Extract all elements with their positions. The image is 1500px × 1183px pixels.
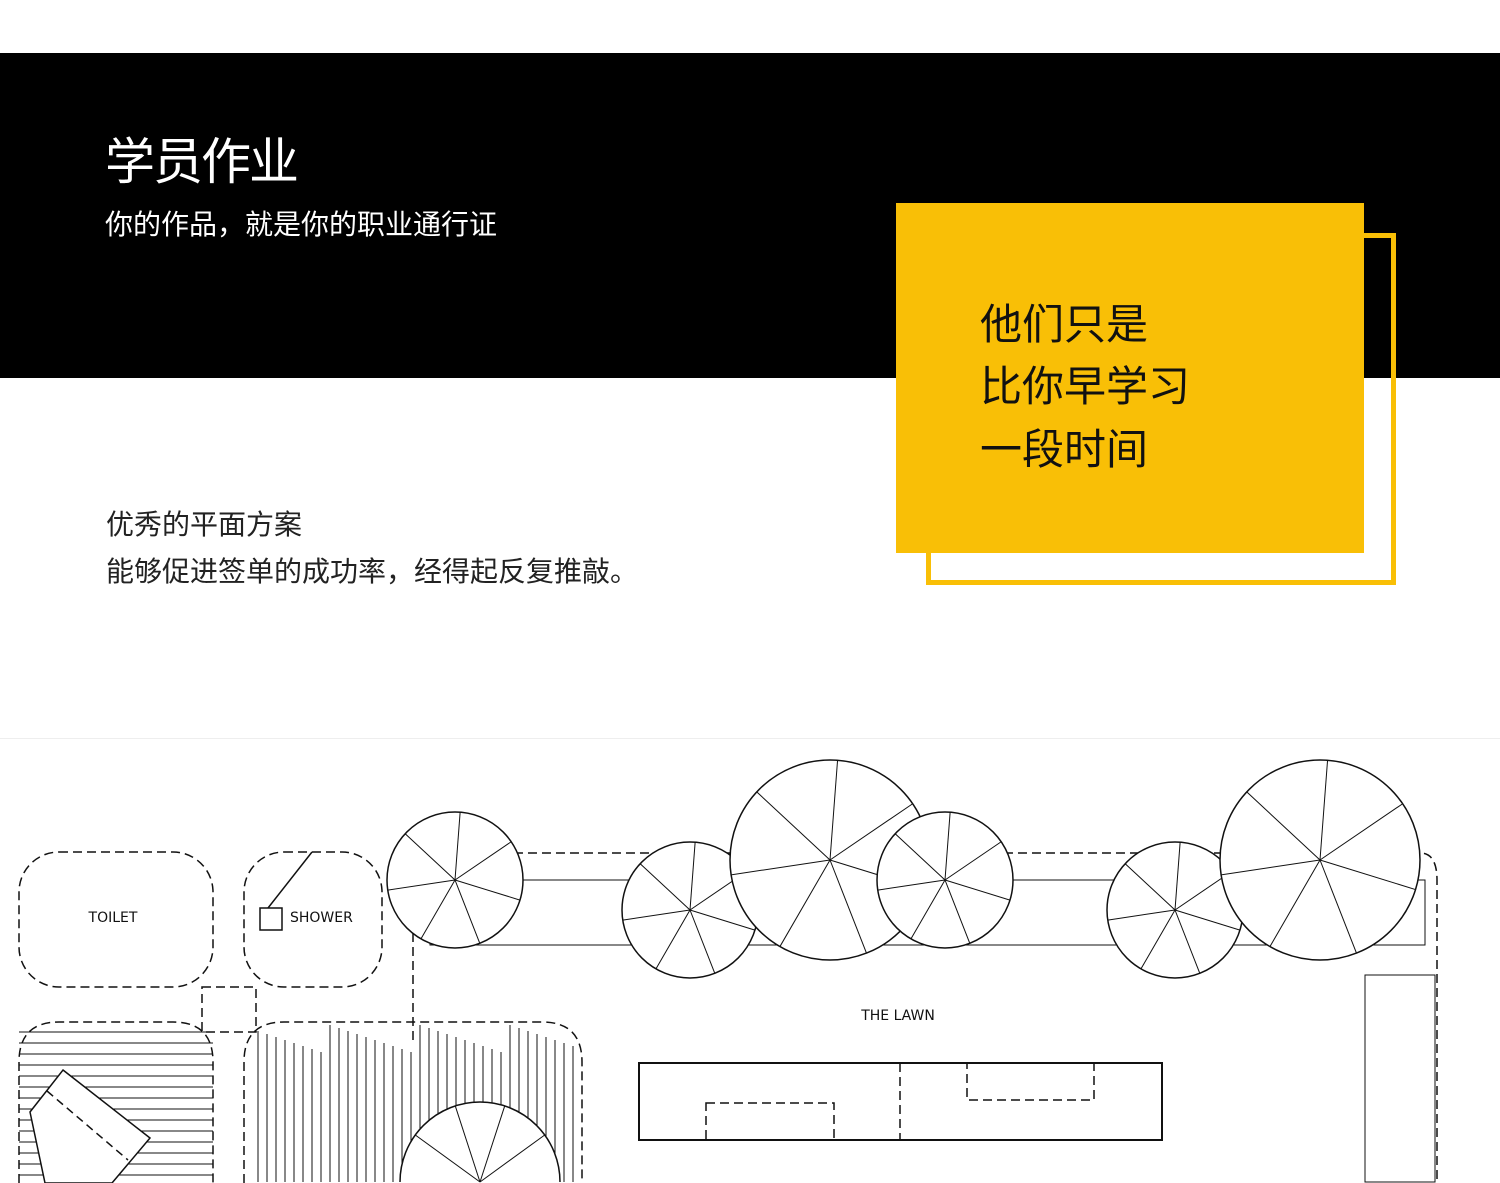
quote-line: 他们只是 xyxy=(980,300,1149,349)
divider xyxy=(0,738,1500,739)
floor-plan-drawing: TOILET SHOWER THE LAWN xyxy=(18,759,1438,1183)
deck-chair xyxy=(29,1068,152,1183)
shower-room xyxy=(243,851,383,988)
toilet-label: TOILET xyxy=(88,910,138,926)
toilet-room xyxy=(18,851,214,988)
page-title: 学员作业 xyxy=(105,133,299,191)
deck-area xyxy=(18,1021,214,1183)
shower-icon xyxy=(259,907,283,931)
passage xyxy=(201,986,257,1033)
quote-line: 一段时间 xyxy=(980,425,1149,474)
tree-symbol xyxy=(386,811,524,949)
shower-label: SHOWER xyxy=(290,910,353,926)
tree-symbol xyxy=(729,759,931,961)
description-line: 能够促进签单的成功率，经得起反复推敲。 xyxy=(106,555,639,588)
tree-symbol xyxy=(399,1101,561,1183)
description-line: 优秀的平面方案 xyxy=(106,508,303,541)
tree-symbol xyxy=(1219,759,1421,961)
quote-line: 比你早学习 xyxy=(980,362,1191,411)
pool xyxy=(638,1062,1163,1141)
page-subtitle: 你的作品，就是你的职业通行证 xyxy=(105,208,498,241)
tree-symbol xyxy=(1106,841,1244,979)
quote-card: 他们只是 比你早学习 一段时间 xyxy=(896,203,1364,553)
tree-symbol xyxy=(876,811,1014,949)
lawn-label: THE LAWN xyxy=(860,1008,935,1024)
